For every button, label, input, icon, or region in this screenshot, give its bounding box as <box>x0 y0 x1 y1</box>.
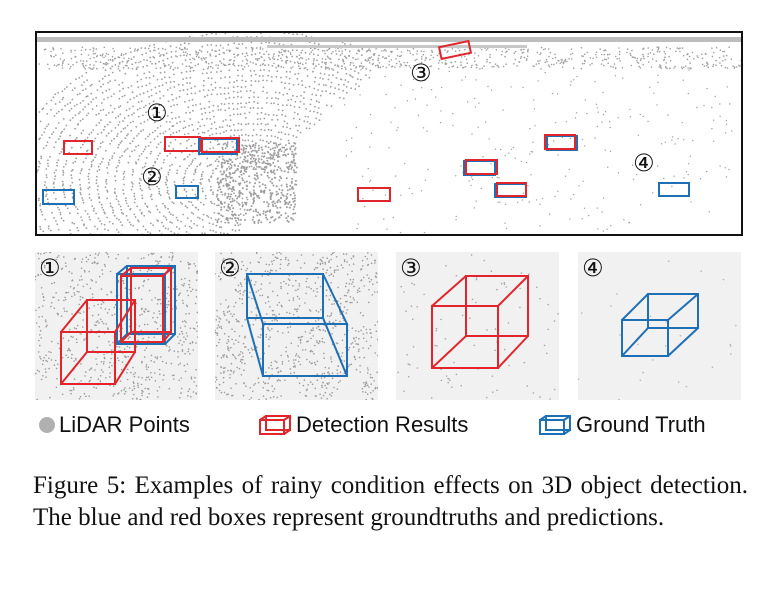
legend-ground-truth-label: Ground Truth <box>576 412 706 437</box>
ground-truth-cuboid <box>246 273 348 377</box>
zoom-canvas-4 <box>578 260 737 400</box>
legend-detection: Detection Results <box>258 411 468 439</box>
legend-detection-label: Detection Results <box>296 412 469 437</box>
lidar-overview-canvas <box>37 33 741 234</box>
ground-truth-box <box>546 135 578 151</box>
zoom-marker-1: ① <box>39 254 61 282</box>
lidar-point-icon <box>39 417 55 433</box>
road-edge-band <box>37 37 741 42</box>
detection-box <box>465 159 498 175</box>
legend-lidar: LiDAR Points <box>39 411 190 439</box>
detection-cuboid <box>120 267 172 343</box>
ground-truth-box <box>175 185 199 199</box>
detection-box-icon <box>259 415 291 435</box>
marker-2: ② <box>141 163 163 191</box>
detection-box <box>437 39 473 61</box>
marker-3: ③ <box>410 59 432 87</box>
detection-cuboid <box>431 275 529 369</box>
lidar-overview-panel: ① ② ③ ④ <box>35 31 743 236</box>
zoom-marker-3: ③ <box>400 254 422 282</box>
zoom-panel-3: ③ <box>396 252 559 400</box>
zoom-canvas-3 <box>397 254 559 400</box>
marker-1: ① <box>146 99 168 127</box>
legend-ground-truth: Ground Truth <box>538 411 706 439</box>
ground-truth-cuboid <box>621 293 699 357</box>
legend-lidar-label: LiDAR Points <box>59 412 190 437</box>
detection-box <box>357 187 391 202</box>
road-edge-band-far <box>267 45 527 48</box>
zoom-panel-2: ② <box>215 252 378 400</box>
detection-box <box>63 140 93 155</box>
ground-truth-box <box>658 182 690 197</box>
zoom-panel-4: ④ <box>578 252 741 400</box>
ground-truth-box <box>42 189 75 205</box>
zoom-marker-2: ② <box>219 254 241 282</box>
ground-truth-box <box>463 160 496 176</box>
zoom-marker-4: ④ <box>582 254 604 282</box>
ground-truth-box-icon <box>539 415 571 435</box>
marker-4: ④ <box>633 149 655 177</box>
detection-box <box>201 137 240 153</box>
zoom-panel-1: ① <box>35 252 198 400</box>
zoom-canvas-2 <box>215 252 378 400</box>
detection-box <box>544 134 576 150</box>
detection-box <box>496 182 527 197</box>
detection-cuboid <box>60 299 136 385</box>
figure-caption: Figure 5: Examples of rainy condition ef… <box>33 472 748 531</box>
zoom-canvas-1 <box>35 252 198 400</box>
